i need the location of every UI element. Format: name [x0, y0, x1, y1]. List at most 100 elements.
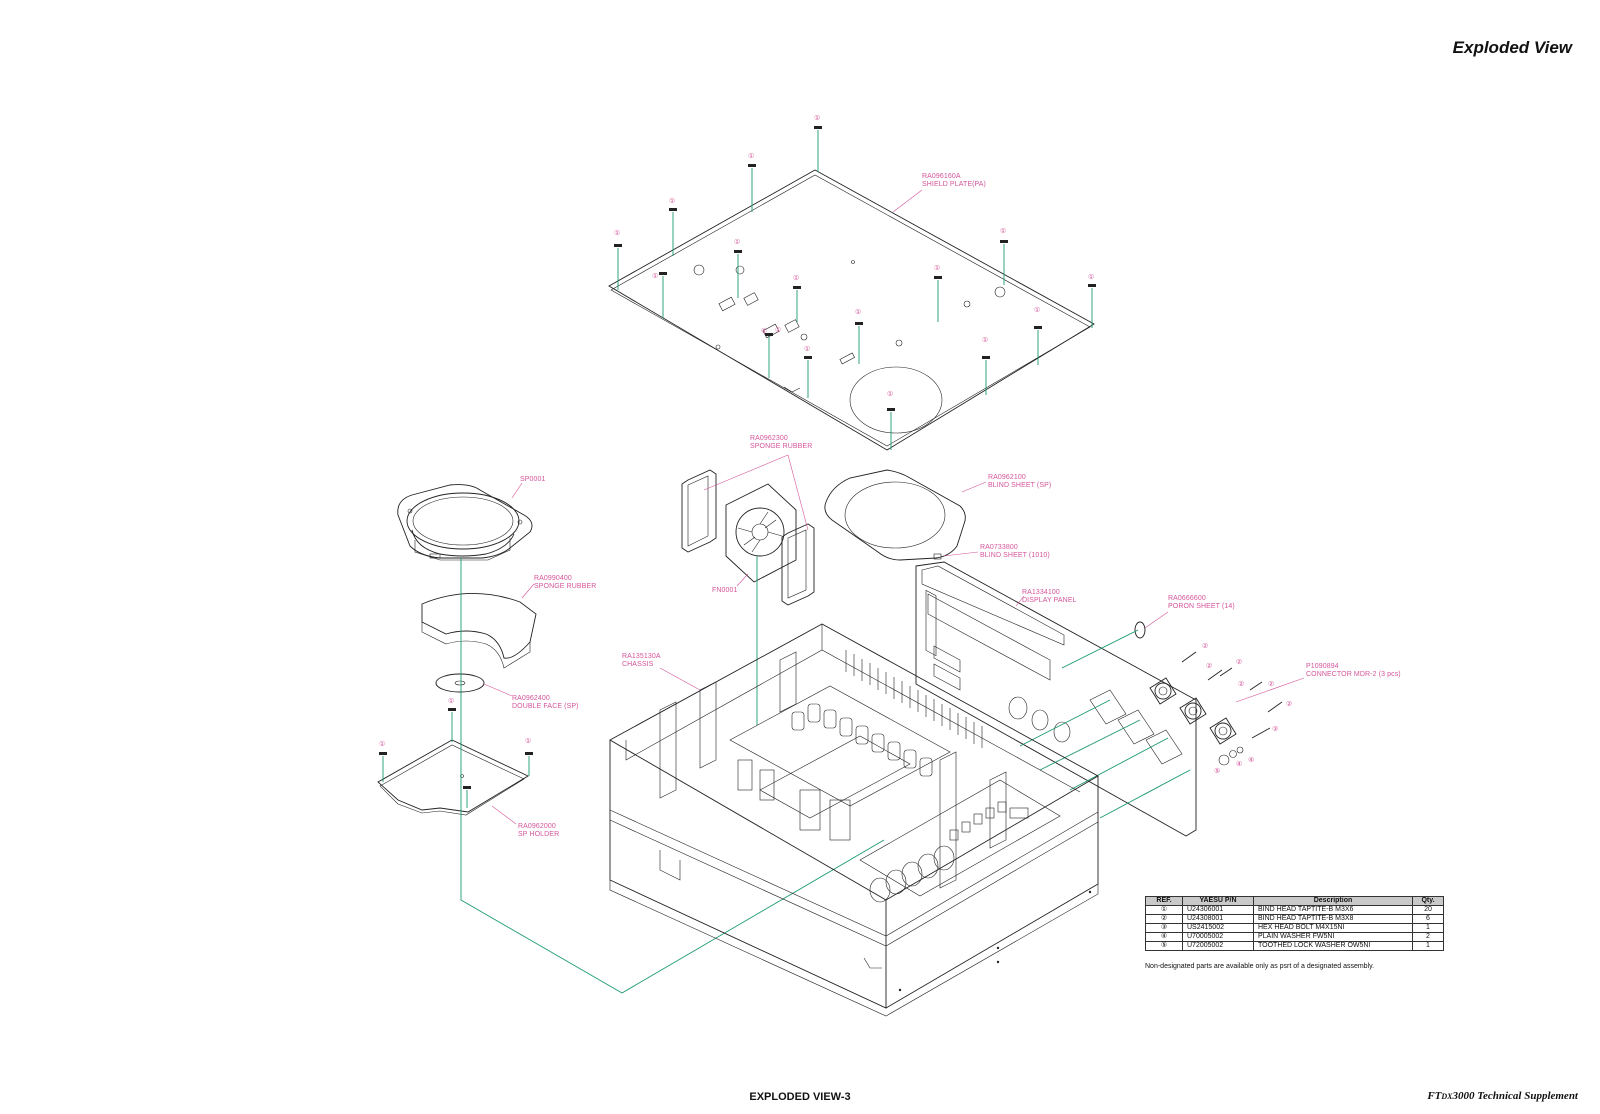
cell-pn: U70005002: [1182, 932, 1254, 942]
parts-table-note: Non-designated parts are available only …: [1145, 963, 1375, 970]
callout-1: ①: [525, 737, 531, 745]
speaker-label: SP0001: [520, 476, 546, 483]
callout-1: ①: [379, 740, 385, 748]
display-panel: [915, 561, 1197, 837]
cell-pn: U24306001: [1182, 905, 1254, 915]
callout-1: ①: [748, 152, 754, 160]
cell-desc: BIND HEAD TAPTITE-B M3X8: [1253, 914, 1413, 924]
cell-ref: ③: [1145, 923, 1183, 933]
callout-2: ②: [1286, 700, 1292, 708]
footer-brand-small: DX: [1441, 1092, 1453, 1101]
double-face-sp: [435, 673, 485, 693]
shield-plate-name-label: SHIELD PLATE(PA): [922, 181, 986, 188]
callout-4: ④: [1236, 760, 1242, 768]
cell-pn: US2415002: [1182, 923, 1254, 933]
col-description: Description: [1253, 896, 1413, 906]
cell-qty: 6: [1412, 914, 1444, 924]
display-panel-name-label: DISPLAY PANEL: [1022, 597, 1077, 604]
parts-table-header-row: REF. YAESU P/N Description Qty.: [1145, 896, 1444, 906]
display-panel-pn-label: RA1334100: [1022, 589, 1060, 596]
table-row: ④ U70005002 PLAIN WASHER FW5NI 2: [1145, 932, 1444, 942]
sponge-rubber-sp-pn-label: RA0990400: [534, 575, 572, 582]
double-face-name-label: DOUBLE FACE (SP): [512, 703, 579, 710]
double-face-pn-label: RA0962400: [512, 695, 550, 702]
callout-1: ①: [814, 114, 820, 122]
blind-sheet-1010-name-label: BLIND SHEET (1010): [980, 552, 1050, 559]
callout-1: ①: [734, 238, 740, 246]
poron-sheet-name-label: PORON SHEET (14): [1168, 603, 1235, 610]
connectors-mdr2: [1149, 677, 1237, 745]
callout-1: ①: [934, 264, 940, 272]
cell-pn: U72005002: [1182, 941, 1254, 951]
callout-1: ①: [669, 197, 675, 205]
callout-1: ①: [775, 326, 781, 334]
col-ref: REF.: [1145, 896, 1183, 906]
connector-pn-label: P1090894: [1306, 663, 1339, 670]
blind-sheet-1010-pn-label: RA0733800: [980, 544, 1018, 551]
callout-5: ⑤: [1214, 767, 1220, 775]
connector-name-label: CONNECTOR MDR-2 (3 pcs): [1306, 671, 1401, 678]
callout-2: ②: [1268, 680, 1274, 688]
connector-hardware: [1181, 651, 1283, 766]
col-pn: YAESU P/N: [1182, 896, 1254, 906]
page-title: Exploded View: [1452, 38, 1572, 57]
cell-ref: ②: [1145, 914, 1183, 924]
table-row: ③ US2415002 HEX HEAD BOLT M4X15NI 1: [1145, 923, 1444, 933]
sp-holder-pn-label: RA0962000: [518, 823, 556, 830]
blind-sheet-sp: [824, 469, 966, 561]
sponge-rubber-sp-name-label: SPONGE RUBBER: [534, 583, 596, 590]
cell-pn: U24308001: [1182, 914, 1254, 924]
cell-ref: ①: [1145, 905, 1183, 915]
blind-sheet-sp-name-label: BLIND SHEET (SP): [988, 482, 1051, 489]
callout-1: ①: [1000, 227, 1006, 235]
callout-1: ①: [793, 274, 799, 282]
cell-qty: 1: [1412, 923, 1444, 933]
table-row: ① U24306001 BIND HEAD TAPTITE-B M3X6 20: [1145, 905, 1444, 915]
chassis-name-label: CHASSIS: [622, 661, 654, 668]
table-row: ② U24308001 BIND HEAD TAPTITE-B M3X8 6: [1145, 914, 1444, 924]
fan-label: FN0001: [712, 587, 738, 594]
callout-1: ①: [614, 229, 620, 237]
sponge-rubber-blocks: [681, 469, 815, 606]
callout-2: ②: [1238, 680, 1244, 688]
callout-4: ④: [1248, 756, 1254, 764]
callout-1: ①: [761, 327, 767, 335]
blind-sheet-1010: [933, 553, 942, 560]
speaker: [397, 484, 533, 561]
panel-guides: [1019, 629, 1191, 819]
sp-holder: [377, 739, 529, 816]
cell-desc: PLAIN WASHER FW5NI: [1253, 932, 1413, 942]
col-qty: Qty.: [1412, 896, 1444, 906]
cell-qty: 2: [1412, 932, 1444, 942]
callout-3: ③: [1272, 725, 1278, 733]
cell-desc: BIND HEAD TAPTITE-B M3X6: [1253, 905, 1413, 915]
shield-plate-screws: [614, 126, 1096, 450]
chassis-pn-label: RA135130A: [622, 653, 661, 660]
poron-sheet-pn-label: RA0666600: [1168, 595, 1206, 602]
cell-desc: TOOTHED LOCK WASHER OW5NI: [1253, 941, 1413, 951]
callout-1: ①: [804, 345, 810, 353]
footer-brand-suffix: 3000 Technical Supplement: [1452, 1090, 1579, 1102]
callout-1: ①: [855, 308, 861, 316]
callout-1: ①: [652, 272, 658, 280]
table-row: ⑤ U72005002 TOOTHED LOCK WASHER OW5NI 1: [1145, 941, 1444, 951]
callout-2: ②: [1206, 662, 1212, 670]
callout-1: ①: [1088, 273, 1094, 281]
callout-1: ①: [448, 697, 454, 705]
footer-brand-prefix: FT: [1427, 1090, 1442, 1102]
sponge-rubber-speaker: [421, 593, 537, 669]
shield-plate-pn-label: RA096160A: [922, 173, 961, 180]
cell-ref: ④: [1145, 932, 1183, 942]
cell-qty: 20: [1412, 905, 1444, 915]
blind-sheet-sp-pn-label: RA0962100: [988, 474, 1026, 481]
callout-2: ②: [1236, 658, 1242, 666]
cell-desc: HEX HEAD BOLT M4X15NI: [1253, 923, 1413, 933]
footer-brand: FTDX3000 Technical Supplement: [1427, 1090, 1578, 1102]
cell-ref: ⑤: [1145, 941, 1183, 951]
chassis: [609, 623, 1099, 1017]
sp-holder-name-label: SP HOLDER: [518, 831, 559, 838]
callout-1: ①: [982, 336, 988, 344]
sponge-rubber-top-name-label: SPONGE RUBBER: [750, 443, 812, 450]
